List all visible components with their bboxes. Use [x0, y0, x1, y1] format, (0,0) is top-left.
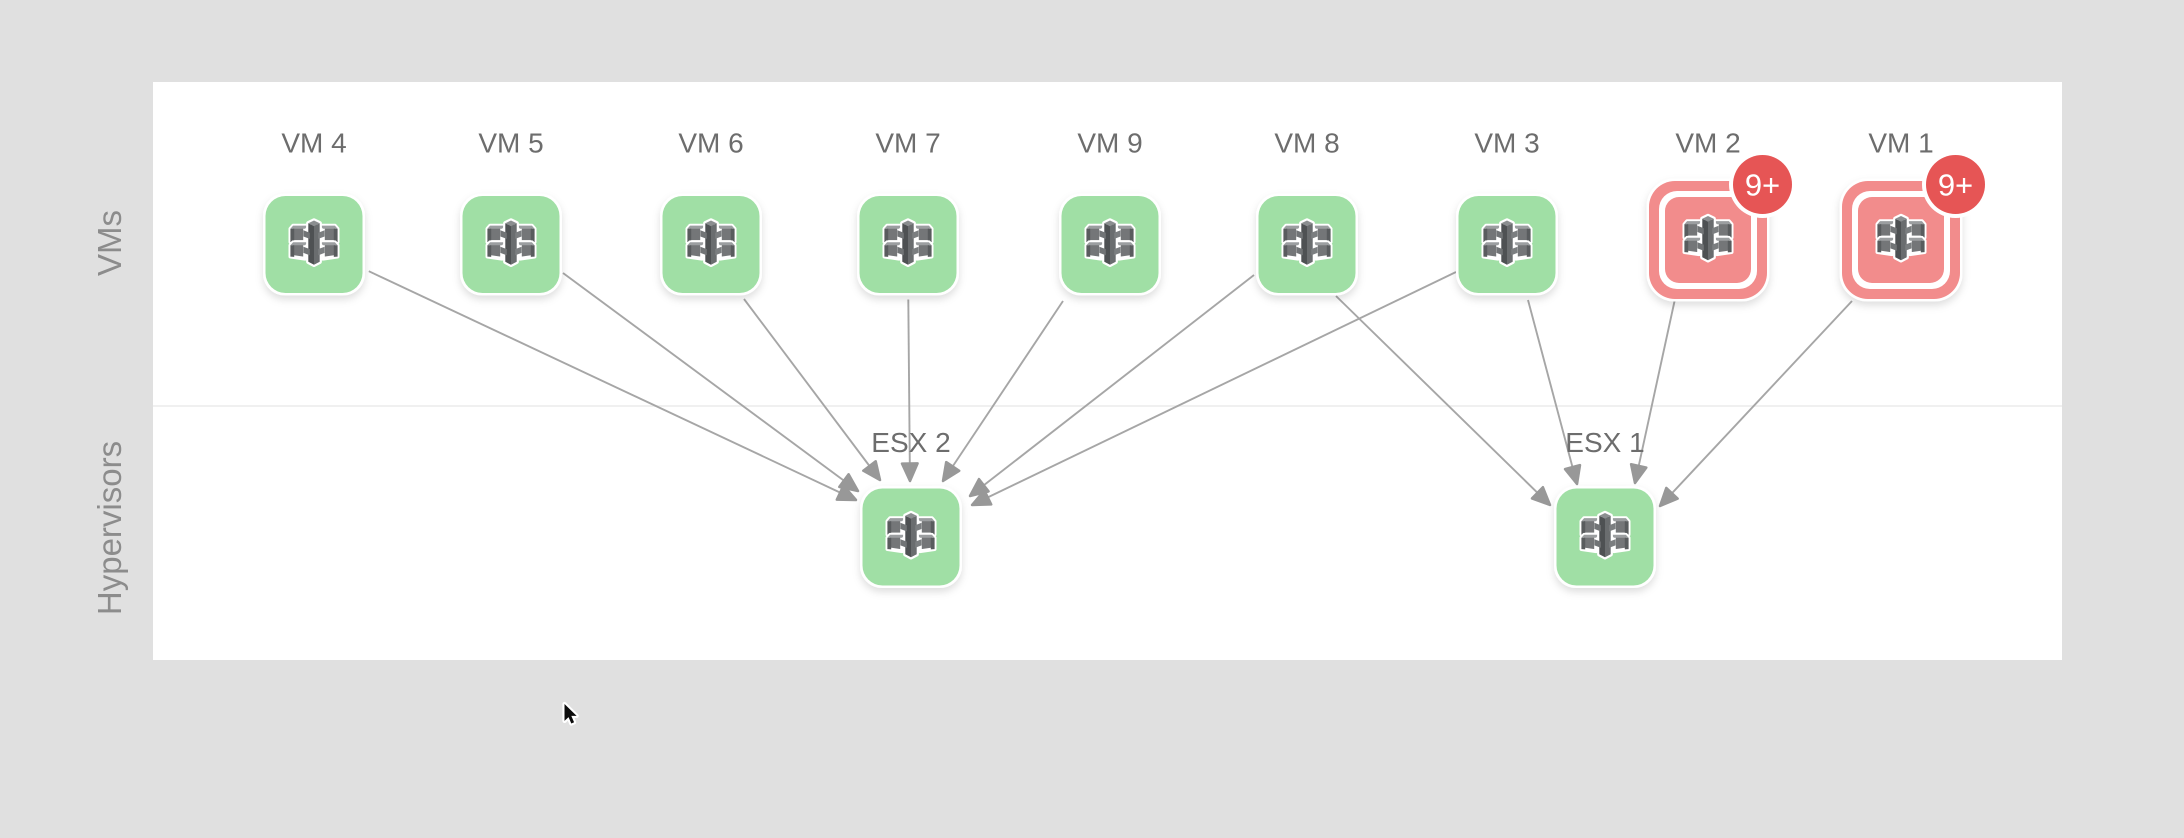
svg-text:VM 5: VM 5	[478, 128, 543, 159]
svg-text:9+: 9+	[1938, 168, 1973, 203]
svg-text:VM 1: VM 1	[1868, 128, 1933, 159]
svg-text:9+: 9+	[1745, 168, 1780, 203]
svg-text:VM 7: VM 7	[875, 128, 940, 159]
svg-text:VM 2: VM 2	[1675, 128, 1740, 159]
svg-text:VM 4: VM 4	[281, 128, 346, 159]
svg-text:ESX 2: ESX 2	[871, 427, 950, 458]
svg-text:VM 9: VM 9	[1077, 128, 1142, 159]
svg-text:VM 8: VM 8	[1274, 128, 1339, 159]
svg-text:VM 6: VM 6	[678, 128, 743, 159]
svg-text:VM 3: VM 3	[1474, 128, 1539, 159]
svg-text:VMs: VMs	[91, 210, 128, 276]
svg-text:ESX 1: ESX 1	[1565, 427, 1644, 458]
svg-text:Hypervisors: Hypervisors	[91, 441, 128, 615]
